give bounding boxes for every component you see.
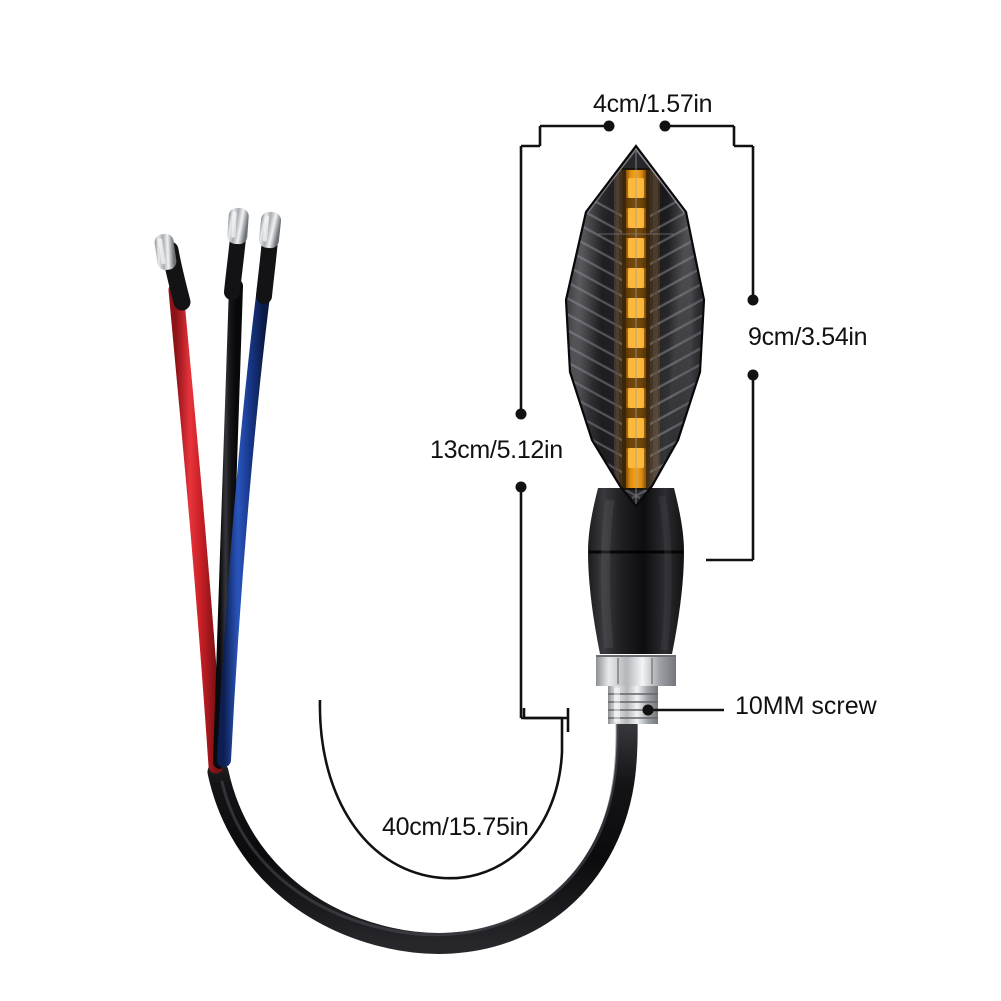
cable-length-dimension-label: 40cm/15.75in [382, 813, 529, 841]
screw-callout-dot [642, 704, 654, 716]
body-height-dimension-label: 13cm/5.12in [430, 436, 563, 464]
red-wire [168, 282, 224, 774]
cable-length-arc [318, 699, 564, 880]
width-dimension-label: 4cm/1.57in [593, 90, 713, 118]
stem-housing [588, 488, 684, 654]
bullet-connector-red [154, 233, 177, 271]
bullet-connector-black [227, 207, 249, 245]
body-height-dot-lower [515, 481, 527, 493]
wire-bundle [154, 207, 282, 774]
cable-sheath [207, 705, 638, 954]
mounting-hardware [596, 655, 676, 724]
width-bracket-left [519, 126, 542, 166]
blue-wire [217, 281, 271, 767]
bullet-connector-blue [258, 211, 282, 249]
width-dim-dot-left [603, 120, 615, 132]
lens-height-dot-lower [747, 369, 759, 381]
width-dim-dot-right [659, 120, 671, 132]
lens-height-dot-upper [747, 294, 759, 306]
body-height-dot-upper [515, 408, 527, 420]
lens-height-dimension-line-lower [706, 377, 755, 562]
body-height-dimension-line-lower [519, 489, 570, 732]
lens-height-dimension-label: 9cm/3.54in [748, 323, 868, 351]
width-bracket-right [732, 126, 755, 166]
hex-nut [596, 656, 676, 686]
screw-callout-label: 10MM screw [735, 692, 877, 720]
